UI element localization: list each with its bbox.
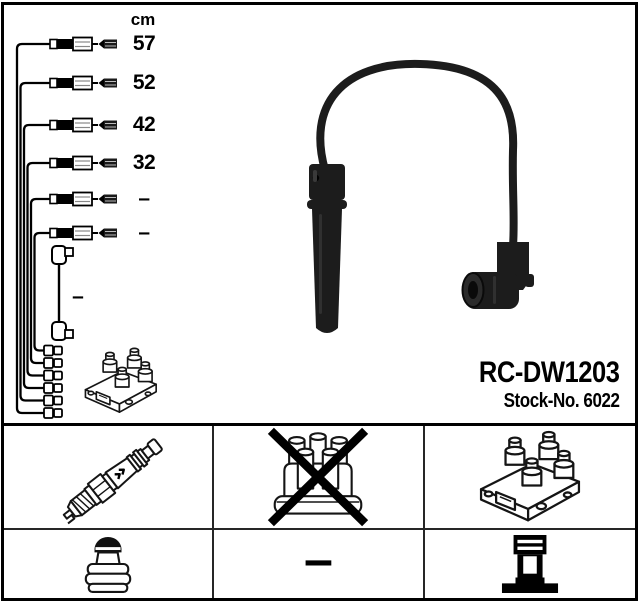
cable-length-1: 57	[132, 32, 156, 55]
cable-length-6: –	[138, 221, 150, 244]
cable-kit-diagram-panel: cm 57 52 42 32 – – –	[4, 5, 635, 426]
spark-plug-terminal-nut-icon	[84, 537, 132, 594]
coil-pack-drawing	[84, 347, 157, 413]
cable-wires	[15, 42, 52, 415]
coil-cable-length: –	[72, 285, 84, 308]
ignition-coil-pack-icon	[479, 430, 580, 522]
straight-boot	[307, 164, 347, 333]
cable-set-schematic	[15, 36, 157, 419]
wire-arc	[316, 59, 518, 250]
ignition-lead-photo	[307, 59, 534, 333]
cable-length-5: –	[138, 187, 150, 210]
legend-cell-spark-plug	[4, 426, 215, 530]
legend-cell-coil-tower	[425, 530, 635, 598]
distributor-cap-crossed-icon	[268, 427, 369, 527]
part-number: RC-DW1203	[479, 356, 620, 389]
application-legend: –	[4, 426, 635, 598]
unit-label: cm	[130, 10, 156, 29]
spark-plug-icon	[62, 438, 163, 525]
elbow-boot	[461, 242, 534, 309]
product-identification: RC-DW1203 Stock-No. 6022	[479, 357, 620, 413]
legend-cell-terminal-nut	[4, 530, 215, 598]
cross-out-x	[268, 427, 369, 527]
cable-length-2: 52	[132, 71, 156, 94]
legend-cell-dash: –	[214, 530, 425, 598]
legend-cell-distributor-cap	[214, 426, 425, 530]
cable-length-3: 42	[132, 113, 156, 136]
legend-cell-coil-pack	[424, 426, 635, 530]
cable-connectors	[49, 36, 118, 241]
terminal-stack	[43, 344, 63, 419]
cable-length-4: 32	[132, 151, 156, 174]
stock-number: Stock-No. 6022	[504, 390, 620, 412]
coil-tower-connector-icon	[501, 535, 558, 593]
coil-lead	[51, 245, 74, 341]
